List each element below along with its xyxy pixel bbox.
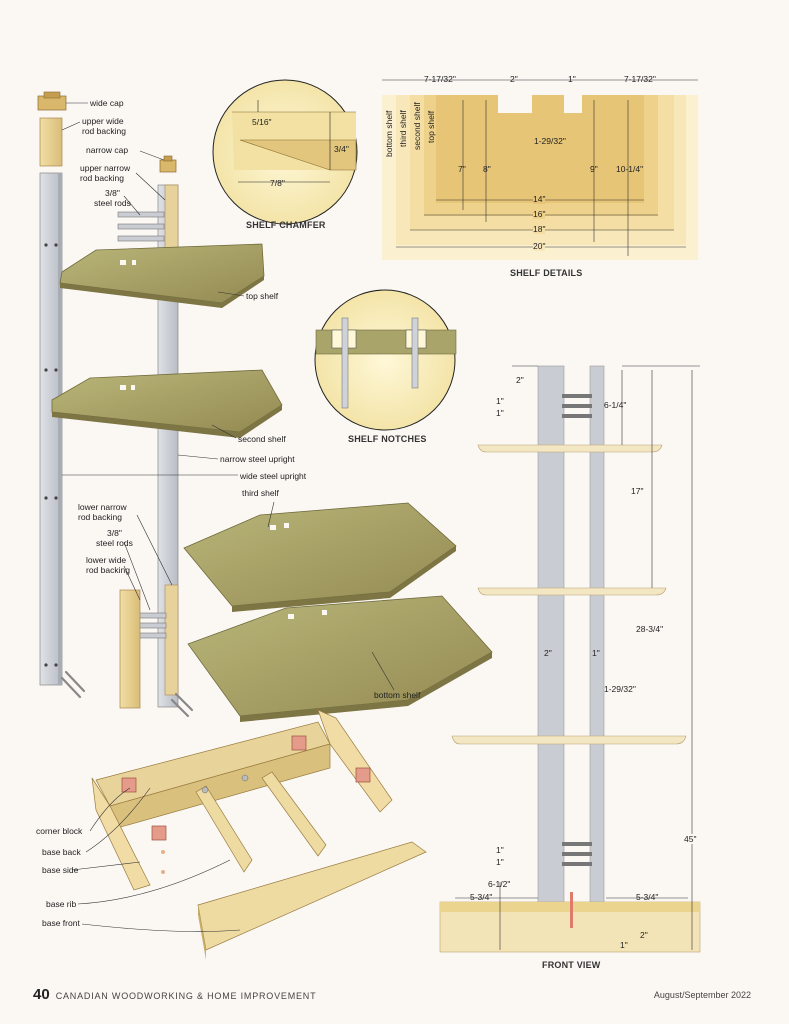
- issue-date: August/September 2022: [653, 990, 751, 1000]
- label-wide-steel-upright: wide steel upright: [240, 471, 307, 481]
- label-lower-narrow-rod-backing: lower narrow rod backing: [78, 502, 127, 522]
- shelf-notches-detail: [314, 289, 457, 431]
- label-bottom-shelf: bottom shelf: [374, 690, 421, 700]
- caption-shelf-details: SHELF DETAILS: [510, 268, 583, 278]
- sd-label-top-shelf: top shelf: [426, 110, 436, 143]
- label-lower-wide-rod-backing: lower wide rod backing: [86, 555, 130, 575]
- label-corner-block: corner block: [36, 826, 83, 836]
- dim-fv-1-b: 1": [496, 408, 504, 418]
- dim-fv-1-bot: 1": [620, 940, 628, 950]
- label-base-rib: base rib: [46, 899, 77, 909]
- third-shelf-drawing: [183, 502, 457, 612]
- dim-sd-7: 7": [458, 164, 466, 174]
- leader-lines: [61, 102, 395, 932]
- sd-label-third-shelf: third shelf: [398, 110, 408, 147]
- dim-sd-top-left: 7-17/32": [424, 74, 456, 84]
- dim-fv-45: 45": [684, 834, 697, 844]
- dim-sd-16: 16": [533, 209, 546, 219]
- label-third-shelf: third shelf: [242, 488, 279, 498]
- dim-fv-2-bot: 2": [640, 930, 648, 940]
- dim-sd-1-29-32: 1-29/32": [534, 136, 566, 146]
- dim-fv-1-d: 1": [496, 857, 504, 867]
- label-upper-wide-rod-backing: upper wide rod backing: [82, 116, 126, 136]
- dim-sd-14: 14": [533, 194, 546, 204]
- dim-fv-1-29-32: 1-29/32": [604, 684, 636, 694]
- caption-front-view: FRONT VIEW: [542, 960, 601, 970]
- caption-shelf-chamfer: SHELF CHAMFER: [246, 220, 326, 230]
- dim-fv-28-3-4: 28-3/4": [636, 624, 664, 634]
- dim-sd-18: 18": [533, 224, 546, 234]
- dim-chamfer-5-16: 5/16": [252, 117, 272, 127]
- label-base-side: base side: [42, 865, 79, 875]
- second-shelf-drawing: [51, 369, 283, 438]
- label-steel-rods-upper: 3/8" steel rods: [94, 188, 131, 208]
- page-footer-left: 40 CANADIAN WOODWORKING & HOME IMPROVEMEN…: [33, 986, 316, 1003]
- label-wide-cap: wide cap: [90, 98, 124, 108]
- dim-fv-6-1-2: 6-1/2": [488, 879, 511, 889]
- bottom-shelf-drawing: [187, 595, 493, 722]
- dim-sd-9: 9": [590, 164, 598, 174]
- wide-cap: [37, 91, 67, 111]
- dim-fv-1-c: 1": [496, 845, 504, 855]
- caption-shelf-notches: SHELF NOTCHES: [348, 434, 427, 444]
- label-upper-narrow-rod-backing: upper narrow rod backing: [80, 163, 131, 183]
- dim-fv-1-a: 1": [496, 396, 504, 406]
- lower-steel-rods: [133, 612, 167, 639]
- dim-fv-5-3-4-right: 5-3/4": [636, 892, 659, 902]
- label-base-back: base back: [42, 847, 81, 857]
- lower-wide-rod-backing: [119, 589, 141, 709]
- narrow-steel-upright: [157, 184, 179, 708]
- top-shelf-drawing: [59, 243, 265, 308]
- bottom-rods-right: [170, 692, 194, 718]
- dim-fv-17: 17": [631, 486, 644, 496]
- label-second-shelf: second shelf: [238, 434, 286, 444]
- dim-chamfer-3-4: 3/4": [334, 144, 349, 154]
- dim-fv-6-1-4: 6-1/4": [604, 400, 627, 410]
- front-view-drawing: [439, 365, 701, 953]
- narrow-cap: [159, 155, 177, 173]
- dim-sd-top-1: 1": [568, 74, 576, 84]
- sd-label-second-shelf: second shelf: [412, 102, 422, 150]
- upper-steel-rods: [117, 211, 165, 242]
- dim-sd-10-1-4: 10-1/4": [616, 164, 644, 174]
- sd-label-bottom-shelf: bottom shelf: [384, 110, 394, 157]
- dim-sd-8: 8": [483, 164, 491, 174]
- bottom-rods-left: [60, 670, 86, 699]
- shelf-details-drawing: [382, 79, 698, 260]
- upper-wide-rod-backing: [39, 117, 63, 167]
- label-steel-rods-lower: 3/8" steel rods: [96, 528, 133, 548]
- shelf-chamfer-detail: [212, 79, 358, 225]
- base-assembly: [91, 709, 427, 960]
- dim-sd-20: 20": [533, 241, 546, 251]
- label-narrow-cap: narrow cap: [86, 145, 129, 155]
- magazine-name: CANADIAN WOODWORKING & HOME IMPROVEMENT: [55, 991, 317, 1001]
- dim-fv-5-3-4-left: 5-3/4": [470, 892, 493, 902]
- wide-steel-upright: [39, 172, 63, 686]
- dim-fv-2-w: 2": [544, 648, 552, 658]
- dim-chamfer-7-8: 7/8": [270, 178, 285, 188]
- dim-fv-2-top: 2": [516, 375, 524, 385]
- label-base-front: base front: [42, 918, 80, 928]
- dim-fv-1-w: 1": [592, 648, 600, 658]
- dim-sd-top-right: 7-17/32": [624, 74, 656, 84]
- label-narrow-steel-upright: narrow steel upright: [220, 454, 295, 464]
- page-number: 40: [33, 986, 50, 1003]
- dim-sd-top-2: 2": [510, 74, 518, 84]
- label-top-shelf: top shelf: [246, 291, 279, 301]
